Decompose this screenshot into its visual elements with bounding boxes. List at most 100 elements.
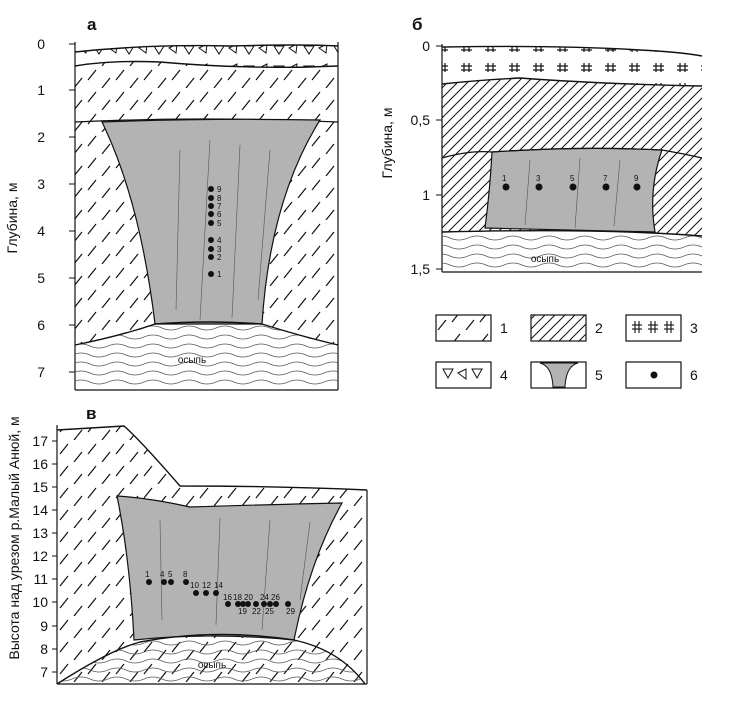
panel-b-samples: 1 3 5 7 9	[502, 174, 641, 191]
sample-label: 5	[217, 219, 222, 228]
triangle-pattern-icon	[435, 361, 492, 389]
panel-a-tick: 3	[37, 176, 45, 192]
sample-dot	[208, 271, 214, 277]
legend-number: 1	[500, 320, 508, 336]
legend: 1 2 3 4 5	[435, 314, 698, 389]
sample-label: 6	[217, 210, 222, 219]
sample-dot	[208, 211, 214, 217]
sample-dot	[273, 601, 279, 607]
sample-dot	[168, 579, 174, 585]
panel-b-tick: 1,5	[411, 261, 431, 277]
panel-c-samples: 1 4 5 8 10 12 14 16 18 20 24 26 19	[145, 570, 295, 616]
panel-c-tick: 14	[32, 502, 48, 518]
sample-label: 29	[286, 607, 295, 616]
sample-dot	[253, 601, 259, 607]
sample-label: 3	[217, 245, 222, 254]
sample-label: 10	[190, 581, 199, 590]
panel-c-scree	[57, 634, 365, 684]
legend-number: 4	[500, 367, 508, 383]
sample-dot	[208, 195, 214, 201]
sample-dot	[569, 183, 577, 191]
sample-label: 14	[214, 581, 223, 590]
panel-c: в Высота над урезом р.Малый Анюй, м 7 8 …	[6, 404, 368, 685]
panel-a-tick: 6	[37, 317, 45, 333]
sample-label: 7	[603, 174, 608, 183]
panel-a-tick: 0	[37, 36, 45, 52]
legend-number: 2	[595, 320, 603, 336]
panel-b-tick: 1	[422, 187, 430, 203]
panel-a-scree-label: осыпь	[178, 355, 206, 366]
sample-label: 20	[244, 593, 253, 602]
sample-dot	[225, 601, 231, 607]
panel-b-scree	[442, 230, 702, 270]
legend-item-1: 1	[435, 314, 508, 342]
sample-label: 26	[271, 593, 280, 602]
sample-label: 8	[183, 570, 188, 579]
legend-number: 6	[690, 367, 698, 383]
sample-label: 18	[233, 593, 242, 602]
sample-dot	[267, 601, 273, 607]
sample-label: 9	[217, 185, 222, 194]
sample-label: 19	[238, 607, 247, 616]
panel-c-tick: 12	[32, 548, 48, 564]
sample-dot	[161, 579, 167, 585]
sample-label: 3	[536, 174, 541, 183]
panel-a-tick: 1	[37, 82, 45, 98]
panel-c-tick: 11	[33, 571, 48, 587]
panel-c-scree-label: осыпь	[198, 660, 226, 671]
sample-dot	[208, 220, 214, 226]
sample-label: 1	[145, 570, 150, 579]
legend-item-4: 4	[435, 361, 508, 389]
panel-a-tick: 2	[37, 129, 45, 145]
panel-c-tick: 17	[32, 433, 48, 449]
sample-dot	[213, 590, 219, 596]
panel-c-letter: в	[86, 404, 96, 423]
sample-dot	[208, 203, 214, 209]
sample-dot	[633, 183, 641, 191]
sample-dot	[208, 254, 214, 260]
legend-number: 5	[595, 367, 603, 383]
panel-b-tick: 0	[422, 38, 430, 54]
panel-b-tick: 0,5	[411, 112, 431, 128]
sample-dot	[245, 601, 251, 607]
sample-dot	[208, 237, 214, 243]
panel-c-tick: 15	[32, 479, 48, 495]
panel-b-hash-layer	[442, 46, 702, 86]
panel-a-tick: 7	[37, 364, 45, 380]
panel-b: б Глубина, м 0 0,5 1 1,5 осыпь	[379, 15, 703, 277]
sample-label: 7	[217, 202, 222, 211]
sample-dot	[285, 601, 291, 607]
panel-a-samples: 9 8 7 6 5 4 3 2 1	[208, 185, 222, 279]
sample-label: 22	[252, 607, 261, 616]
panel-c-tick: 8	[40, 641, 48, 657]
panel-b-letter: б	[412, 15, 423, 34]
sparse-hatch-pattern-icon	[435, 314, 492, 342]
sample-dot	[502, 183, 510, 191]
panel-a-scree	[75, 324, 338, 388]
sample-label: 1	[502, 174, 507, 183]
panel-a-tick: 5	[37, 270, 45, 286]
sample-label: 24	[260, 593, 269, 602]
sample-dot	[235, 601, 241, 607]
sample-label: 5	[168, 570, 173, 579]
legend-item-3: 3	[625, 314, 698, 342]
panel-c-ylabel: Высота над урезом р.Малый Анюй, м	[6, 416, 22, 659]
panel-c-tick: 7	[40, 664, 48, 680]
panel-a-ylabel: Глубина, м	[4, 183, 20, 254]
sample-label: 8	[217, 194, 222, 203]
sample-dot	[535, 183, 543, 191]
sample-dot	[203, 590, 209, 596]
legend-item-2: 2	[530, 314, 603, 342]
sample-dot	[146, 579, 152, 585]
panel-b-ylabel: Глубина, м	[379, 108, 395, 179]
panel-c-tick: 10	[32, 594, 48, 610]
sample-label: 1	[217, 270, 222, 279]
panel-a-letter: а	[87, 15, 97, 34]
sample-label: 5	[570, 174, 575, 183]
panel-a-triangle-layer	[75, 45, 338, 68]
legend-item-6: 6	[625, 361, 698, 389]
sample-label: 4	[160, 570, 165, 579]
panel-a-tick: 4	[37, 223, 45, 239]
sample-dot	[602, 183, 610, 191]
sample-dot	[240, 601, 246, 607]
